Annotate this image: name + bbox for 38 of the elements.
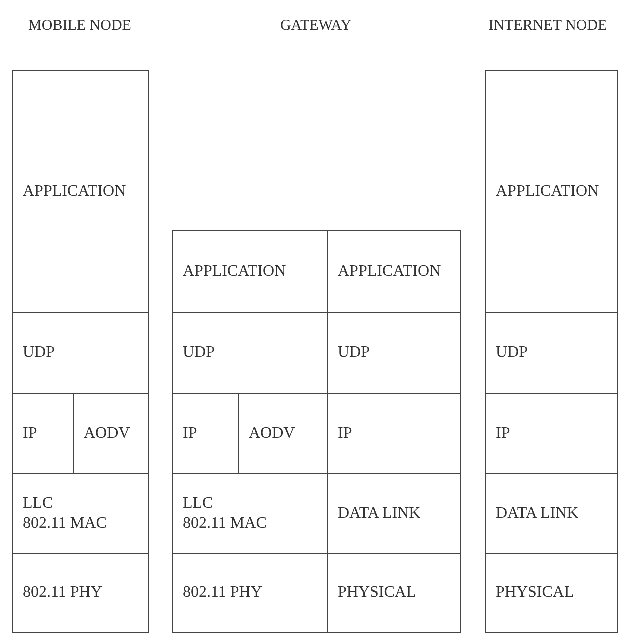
layer-label: PHYSICAL [496, 583, 574, 603]
layer-label: 802.11 PHY [23, 583, 102, 603]
layer-label: DATA LINK [338, 504, 421, 524]
layer-label: PHYSICAL [338, 583, 416, 603]
protocol-layer-cell [327, 230, 461, 313]
layer-label: APPLICATION [23, 182, 126, 202]
layer-label: APPLICATION [183, 262, 286, 282]
layer-label: APPLICATION [496, 182, 600, 202]
protocol-layer-cell [172, 553, 328, 633]
layer-label: IP [338, 424, 352, 444]
layer-label: LLC 802.11 MAC [23, 494, 107, 534]
layer-label: AODV [84, 424, 130, 444]
protocol-layer-cell [12, 473, 149, 554]
layer-label: DATA LINK [496, 504, 579, 524]
protocol-layer-cell [485, 70, 618, 313]
layer-label: UDP [496, 343, 528, 363]
column-heading: GATEWAY [280, 18, 352, 35]
layer-label: 802.11 PHY [183, 583, 262, 603]
protocol-layer-cell [327, 553, 461, 633]
protocol-layer-cell [172, 230, 328, 313]
layer-label: LLC 802.11 MAC [183, 494, 267, 534]
protocol-layer-cell [485, 393, 618, 474]
column-heading: MOBILE NODE [28, 18, 132, 35]
layer-label: UDP [23, 343, 56, 363]
protocol-layer-cell [485, 312, 618, 394]
protocol-layer-cell [12, 312, 149, 394]
column-heading: INTERNET NODE [488, 18, 608, 35]
protocol-layer-cell [485, 553, 618, 633]
layer-label: AODV [249, 424, 296, 444]
protocol-layer-cell [12, 70, 149, 313]
protocol-layer-cell [485, 473, 618, 554]
layer-label: IP [23, 424, 38, 444]
layer-label: IP [183, 424, 198, 444]
layer-label: IP [496, 424, 510, 444]
protocol-layer-cell [12, 553, 149, 633]
layer-label: UDP [338, 343, 370, 363]
layer-label: APPLICATION [338, 262, 442, 282]
layer-label: UDP [183, 343, 216, 363]
